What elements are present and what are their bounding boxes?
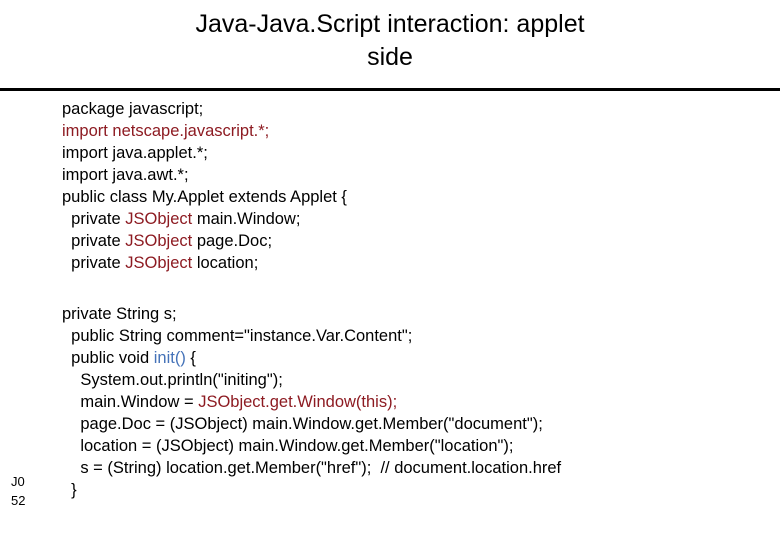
code-token: main.Window; [192,210,301,228]
code-line: } [62,479,762,501]
code-line: private JSObject main.Window; [62,208,762,230]
code-line: public void init() { [62,347,762,369]
title-divider-rule [0,88,780,91]
code-token: System.out.println("initing"); [80,371,283,389]
code-block-init-method: private String s; public String comment=… [62,303,762,501]
page-mark-top: J0 [11,474,25,489]
code-block-spacer [62,274,762,303]
code-token: JSObject [125,254,193,272]
code-token: private String s; [62,305,177,323]
code-token: import java.awt.*; [62,166,189,184]
code-token: { [185,349,196,367]
code-line: System.out.println("initing"); [62,369,762,391]
code-token: public void [71,349,154,367]
code-line: public String comment="instance.Var.Cont… [62,325,762,347]
code-token: page.Doc; [192,232,273,250]
code-line: private JSObject page.Doc; [62,230,762,252]
code-token: } [71,481,77,499]
code-line: s = (String) location.get.Member("href")… [62,457,762,479]
code-line: package javascript; [62,98,762,120]
page-title-line-2: side [367,43,413,71]
page-marks: J0 52 [11,472,25,510]
code-token: import netscape.javascript.*; [62,122,270,140]
code-block-imports: package javascript; import netscape.javas… [62,98,762,274]
code-line: location = (JSObject) main.Window.get.Me… [62,435,762,457]
code-line: main.Window = JSObject.get.Window(this); [62,391,762,413]
code-token: JSObject [125,232,193,250]
code-token: location; [192,254,259,272]
code-token: private [71,210,126,228]
code-token: import java.applet.*; [62,144,208,162]
code-token: private [71,232,126,250]
code-line: public class My.Applet extends Applet { [62,186,762,208]
page-title: Java-Java.Script interaction: applet sid… [0,8,780,74]
code-line: import java.awt.*; [62,164,762,186]
code-token: package javascript; [62,100,204,118]
code-line: private String s; [62,303,762,325]
code-line: import netscape.javascript.*; [62,120,762,142]
code-line: page.Doc = (JSObject) main.Window.get.Me… [62,413,762,435]
code-line: private JSObject location; [62,252,762,274]
code-token: s = (String) location.get.Member("href")… [80,459,562,477]
code-content-area: package javascript; import netscape.javas… [62,98,762,501]
page-title-line-1: Java-Java.Script interaction: applet [195,10,585,38]
code-line: import java.applet.*; [62,142,762,164]
code-token: public class My.Applet extends Applet { [62,188,347,206]
code-token: init() [153,349,186,367]
code-token: page.Doc = (JSObject) main.Window.get.Me… [80,415,543,433]
code-token: private [71,254,126,272]
code-token: public String comment="instance.Var.Cont… [71,327,413,345]
code-token: location = (JSObject) main.Window.get.Me… [80,437,514,455]
code-token: JSObject.get.Window(this); [198,393,398,411]
code-token: main.Window = [80,393,199,411]
code-token: JSObject [125,210,193,228]
page-mark-bottom: 52 [11,493,26,508]
